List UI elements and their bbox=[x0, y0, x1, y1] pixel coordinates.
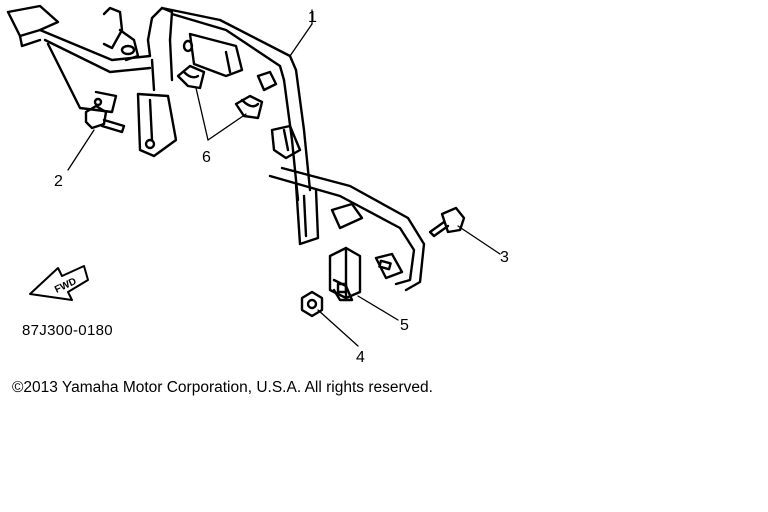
copyright-notice: ©2013 Yamaha Motor Corporation, U.S.A. A… bbox=[12, 379, 433, 396]
clamp-halves-drawing bbox=[176, 64, 264, 120]
callout-label-5: 5 bbox=[400, 317, 409, 334]
bracket-frame-drawing bbox=[6, 4, 426, 292]
leader-lines bbox=[67, 9, 501, 347]
callout-label-3: 3 bbox=[500, 249, 509, 266]
callout-label-6: 6 bbox=[202, 149, 211, 166]
diagram-part-number: 87J300-0180 bbox=[22, 322, 113, 339]
callout-label-1: 1 bbox=[308, 9, 317, 26]
bolt-left-drawing bbox=[84, 104, 126, 134]
nut-drawing bbox=[300, 290, 324, 318]
callout-label-4: 4 bbox=[356, 349, 365, 366]
mount-bracket-drawing bbox=[328, 246, 362, 302]
bolt-right-drawing bbox=[428, 206, 466, 238]
forward-direction-label: FWD bbox=[53, 276, 78, 296]
forward-arrow-icon bbox=[29, 265, 89, 301]
callout-label-2: 2 bbox=[54, 173, 63, 190]
